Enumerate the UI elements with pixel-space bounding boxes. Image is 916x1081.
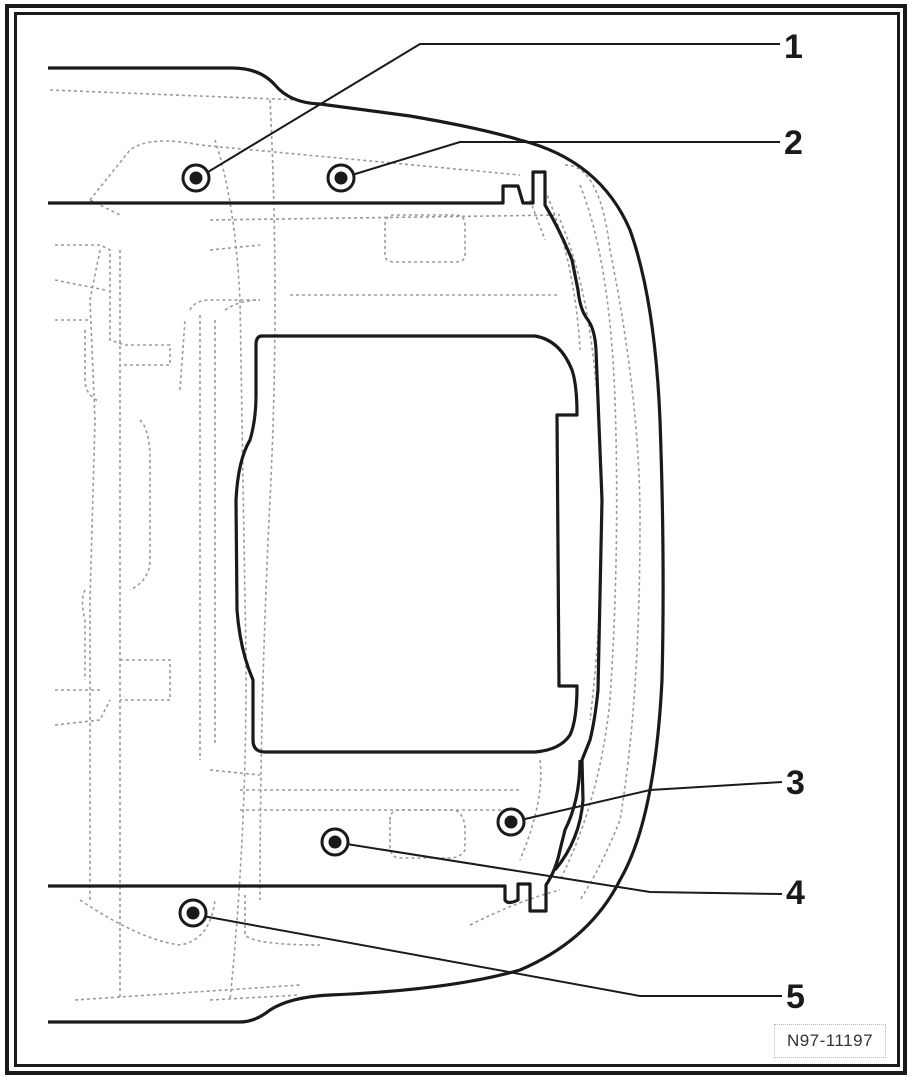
fastener-bottom-left [178, 898, 208, 928]
callout-number-4: 4 [786, 874, 805, 912]
central-window-opening [234, 334, 579, 754]
outer-housing-contour [48, 138, 665, 1024]
leader-line-5 [191, 913, 782, 997]
upper-contour-line [48, 66, 521, 142]
fastener-top-left [181, 163, 211, 193]
lower-bracket-contour [48, 759, 582, 913]
leader-line-3 [511, 781, 783, 823]
figure-reference-label: N97-11197 [774, 1024, 886, 1058]
fastener-top-middle [326, 163, 356, 193]
leader-line-2 [341, 141, 780, 179]
inner-bracket-contour [48, 170, 604, 872]
leader-lines [191, 43, 783, 997]
callout-number-3: 3 [786, 764, 805, 802]
fastener-bottom-middle [320, 827, 350, 857]
leader-line-4 [333, 841, 783, 895]
fastener-bottom-right [496, 807, 526, 837]
callout-number-1: 1 [784, 28, 803, 66]
callout-number-5: 5 [786, 978, 805, 1016]
inner-frame-border [14, 12, 900, 1067]
hidden-lines [49, 89, 641, 1001]
leader-line-1 [197, 43, 780, 179]
part-outline [48, 66, 665, 1024]
outer-frame-border [5, 4, 907, 1075]
callout-number-2: 2 [784, 124, 803, 162]
